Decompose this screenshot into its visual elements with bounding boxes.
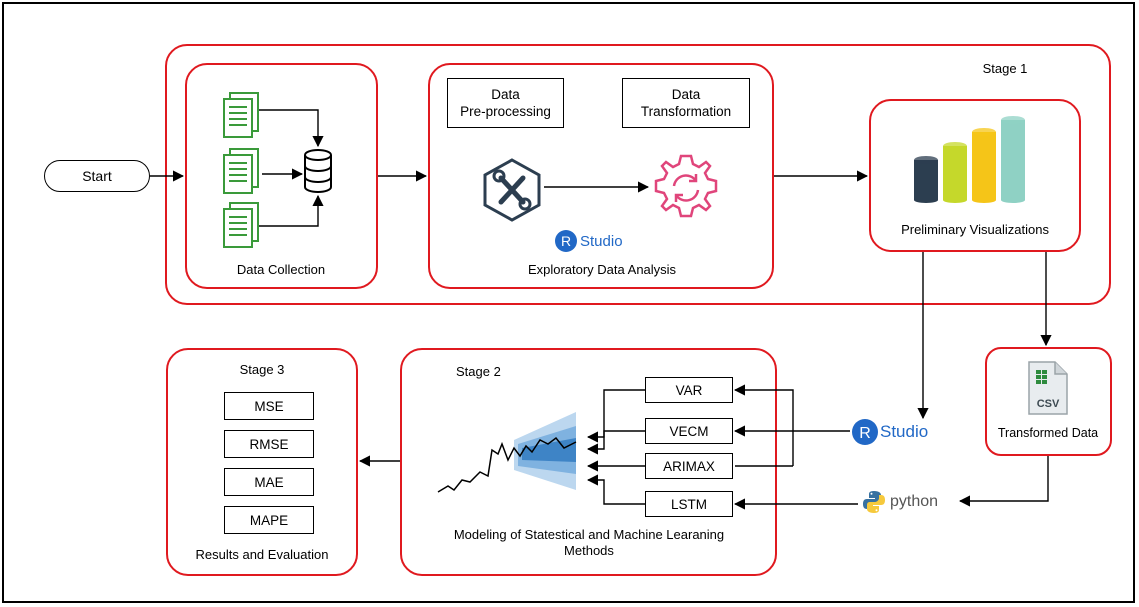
preprocessing-label: Data Pre-processing — [460, 87, 551, 119]
forecast-chart-icon — [437, 412, 577, 493]
metric-mape-label: MAPE — [249, 512, 289, 528]
model-lstm-label: LSTM — [670, 496, 707, 512]
transformation-label: Data Transformation — [640, 87, 732, 119]
transformation-box: Data Transformation — [622, 78, 750, 128]
document-icon — [223, 148, 259, 194]
rstudio-text: Studio — [880, 422, 929, 441]
stage1-label: Stage 1 — [982, 61, 1028, 76]
preprocessing-box: Data Pre-processing — [447, 78, 564, 128]
svg-text:R: R — [859, 425, 871, 442]
metric-mape-box: MAPE — [224, 506, 314, 534]
model-vecm-box: VECM — [645, 418, 733, 444]
bar-chart-icon — [914, 116, 1025, 203]
stage3-label: Stage 3 — [239, 362, 285, 377]
eda-box — [428, 63, 774, 289]
r-logo-icon: R — [852, 419, 878, 445]
python-text: python — [890, 493, 939, 510]
metric-rmse-label: RMSE — [249, 436, 289, 452]
metric-mse-label: MSE — [254, 398, 284, 414]
csv-file-text: CSV — [1037, 398, 1060, 410]
bar-chart-icon-bar — [972, 128, 996, 203]
python-logo: python — [862, 490, 938, 514]
rstudio-eda-text: Studio — [580, 232, 623, 250]
bar-chart-icon-bar — [943, 142, 967, 203]
start-label: Start — [82, 168, 112, 184]
bar-chart-icon-bar — [1001, 116, 1025, 203]
model-lstm-box: LSTM — [645, 491, 733, 517]
rstudio-logo-eda: R Studio — [554, 229, 623, 253]
svg-text:R: R — [561, 233, 571, 249]
metric-rmse-box: RMSE — [224, 430, 314, 458]
data-collection-label: Data Collection — [236, 262, 326, 277]
start-terminal: Start — [44, 160, 150, 192]
metric-mse-box: MSE — [224, 392, 314, 420]
transformed-data-box — [985, 347, 1112, 456]
visualizations-label: Preliminary Visualizations — [901, 222, 1049, 237]
data-collection-box — [185, 63, 378, 289]
stage3-caption: Results and Evaluation — [195, 547, 329, 562]
csv-file-icon: CSV — [1028, 361, 1068, 415]
transformed-data-label: Transformed Data — [997, 426, 1099, 440]
metric-mae-box: MAE — [224, 468, 314, 496]
stage2-caption: Modeling of Statestical and Machine Lear… — [453, 527, 725, 558]
model-var-label: VAR — [675, 382, 703, 398]
metric-mae-label: MAE — [254, 474, 284, 490]
document-icon — [223, 202, 259, 248]
database-icon — [304, 149, 332, 193]
stage3-container — [166, 348, 358, 576]
bar-chart-icon-bar — [914, 156, 938, 203]
model-arimax-box: ARIMAX — [645, 453, 733, 479]
stage2-label: Stage 2 — [456, 364, 501, 379]
tools-icon — [483, 158, 541, 222]
python-snake-icon — [863, 491, 885, 513]
gear-refresh-icon — [654, 154, 718, 218]
document-icon — [223, 92, 259, 138]
rstudio-logo: R Studio — [851, 418, 928, 446]
r-logo-icon: R — [555, 230, 577, 252]
eda-label: Exploratory Data Analysis — [527, 262, 677, 277]
model-arimax-label: ARIMAX — [663, 458, 715, 474]
visualizations-box — [869, 99, 1081, 252]
model-vecm-label: VECM — [669, 423, 709, 439]
stage1-container — [165, 44, 1111, 305]
model-var-box: VAR — [645, 377, 733, 403]
